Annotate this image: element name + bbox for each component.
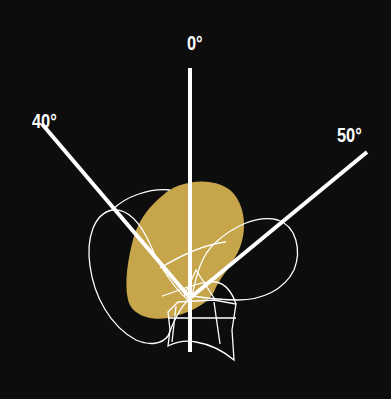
fifty-degree-line [190,152,367,298]
angle-lines [42,68,367,352]
forty-degree-line [42,124,190,298]
zero-degree-line [188,68,192,352]
angle-label: 50° [337,124,362,146]
angle-label: 40° [32,110,57,132]
angle-label: 0° [187,32,203,54]
